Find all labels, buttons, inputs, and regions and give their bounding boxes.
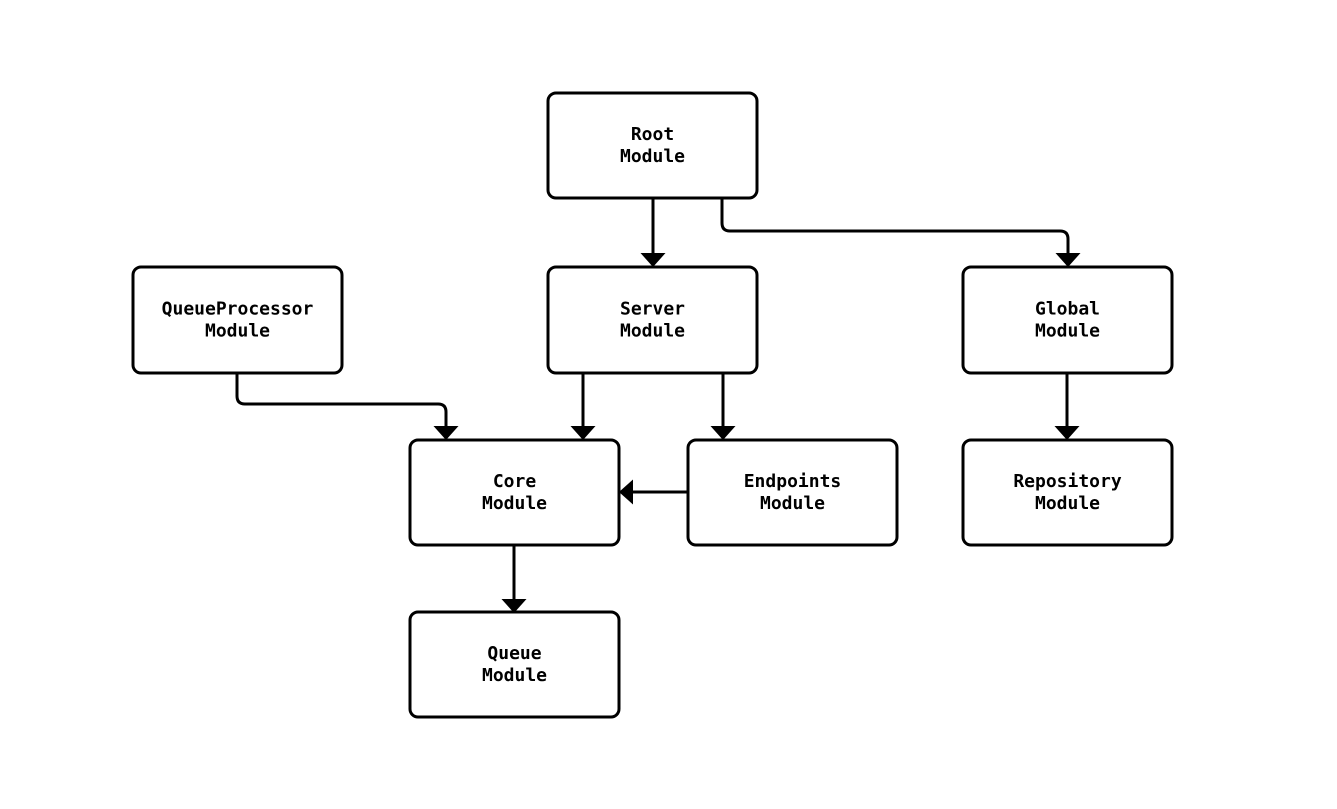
arrowhead-icon xyxy=(710,426,736,440)
edge-queueprocessor-to-core xyxy=(235,373,459,440)
edge-endpoints-to-core xyxy=(619,479,688,505)
node-box xyxy=(408,610,621,719)
node-label-line: Repository xyxy=(1013,471,1122,492)
node-label-line: Queue xyxy=(487,643,541,664)
node-label-line: Endpoints xyxy=(744,471,842,492)
node-label-line: Module xyxy=(482,493,547,514)
node-label-line: Server xyxy=(620,299,685,320)
arrowhead-icon xyxy=(619,479,633,505)
node-label-line: Module xyxy=(760,493,825,514)
node-box xyxy=(546,265,759,375)
edge-server-to-endpoints xyxy=(710,373,736,440)
nodes-layer: RootModuleQueueProcessorModuleServerModu… xyxy=(131,91,1174,719)
node-label-line: QueueProcessor xyxy=(162,299,314,320)
edge-server-to-core xyxy=(570,373,596,440)
edge-line xyxy=(235,373,448,426)
node-box xyxy=(961,265,1174,375)
node-label-line: Module xyxy=(620,321,685,342)
node-box xyxy=(408,438,621,547)
node-label-line: Module xyxy=(205,321,270,342)
edge-line xyxy=(720,198,1070,253)
node-label-line: Core xyxy=(493,471,537,492)
edge-global-to-repository xyxy=(1054,373,1080,440)
node-label-line: Module xyxy=(1035,321,1100,342)
edges-layer xyxy=(235,198,1081,613)
edge-root-to-server xyxy=(640,198,666,267)
node-box xyxy=(961,438,1174,547)
edge-root-to-global xyxy=(720,198,1081,267)
arrowhead-icon xyxy=(570,426,596,440)
node-label-line: Module xyxy=(482,665,547,686)
arrowhead-icon xyxy=(433,426,459,440)
node-label-line: Global xyxy=(1035,299,1100,320)
arrowhead-icon xyxy=(640,253,666,267)
arrowhead-icon xyxy=(501,599,527,613)
node-box xyxy=(546,91,759,200)
node-box xyxy=(131,265,344,375)
node-box xyxy=(686,438,899,547)
node-label-line: Root xyxy=(631,124,674,145)
edge-core-to-queue xyxy=(501,545,527,613)
node-label-line: Module xyxy=(620,146,685,167)
node-label-line: Module xyxy=(1035,493,1100,514)
arrowhead-icon xyxy=(1054,426,1080,440)
arrowhead-icon xyxy=(1055,253,1081,267)
